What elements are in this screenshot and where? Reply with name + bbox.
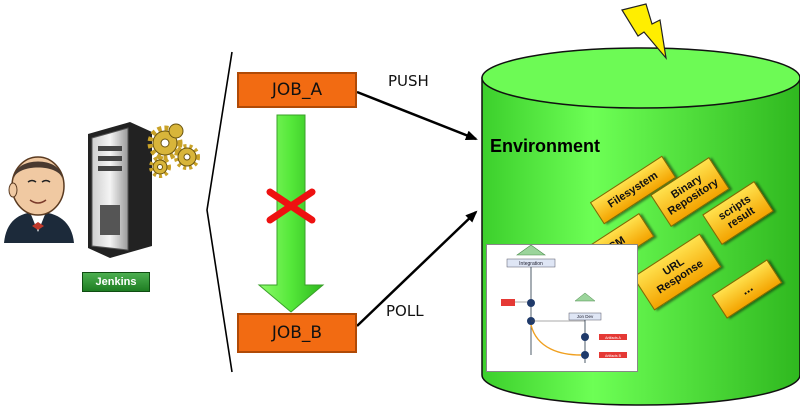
poll-arrow xyxy=(356,210,478,327)
thumb-artifact-b: Artifacts B xyxy=(605,354,622,358)
workflow-thumbnail: Integration Jon Dev Artifacts A Artifact… xyxy=(486,244,638,372)
job-a-label: JOB_A xyxy=(271,80,323,100)
thumb-dev-node: Jon Dev xyxy=(577,314,594,319)
red-cross-icon xyxy=(266,188,316,224)
workflow-thumbnail-graphic: Integration Jon Dev Artifacts A Artifact… xyxy=(501,244,627,363)
down-arrow xyxy=(257,114,325,313)
push-arrow xyxy=(356,90,478,141)
jenkins-label: Jenkins xyxy=(82,272,150,292)
poll-label: POLL xyxy=(386,302,424,320)
lightning-icon xyxy=(621,3,667,61)
server-tower-icon xyxy=(88,122,152,258)
thumb-top-node: Integration xyxy=(519,261,543,267)
bracket-line xyxy=(206,51,233,373)
push-label: PUSH xyxy=(388,72,429,90)
jenkins-butler-icon xyxy=(4,156,74,243)
gears-icon xyxy=(147,123,200,178)
job-b-box: JOB_B xyxy=(237,313,357,353)
job-b-label: JOB_B xyxy=(271,323,323,343)
job-a-box: JOB_A xyxy=(237,72,357,108)
environment-title: Environment xyxy=(490,136,601,156)
thumb-artifact-a: Artifacts A xyxy=(605,336,621,340)
